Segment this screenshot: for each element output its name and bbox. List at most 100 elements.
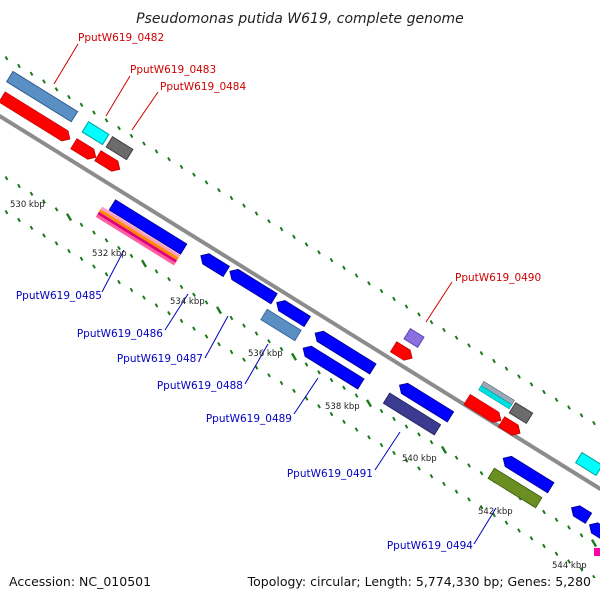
gene-pputw619-0485[interactable]	[108, 199, 188, 255]
gene-0494-b[interactable]	[487, 467, 543, 509]
accession-label: Accession: NC_010501	[9, 574, 151, 589]
guide-dot	[79, 256, 84, 262]
guide-dot	[504, 366, 509, 371]
gene-cluster-0492[interactable]	[478, 381, 515, 410]
gene-label-pputw619-0483[interactable]: PputW619_0483	[130, 64, 216, 76]
guide-dot	[4, 175, 9, 181]
gene-pputw619-0486[interactable]	[198, 251, 231, 278]
guide-dot	[417, 312, 421, 317]
guide-dot	[542, 509, 546, 515]
guide-dot	[140, 259, 148, 268]
guide-dot	[54, 241, 59, 246]
guide-dot	[92, 110, 96, 115]
guide-dot	[67, 248, 71, 254]
guide-dot	[92, 230, 96, 235]
guide-dot	[179, 318, 184, 324]
kbp-tick-538: 538 kbp	[325, 402, 360, 412]
gene-label-pputw619-0494[interactable]: PputW619_0494	[387, 540, 473, 552]
cds-pputw619-0484[interactable]	[94, 150, 123, 175]
gene-0493[interactable]	[508, 401, 534, 425]
cds-0492[interactable]	[463, 393, 504, 425]
gene-pputw619-0483[interactable]	[81, 121, 110, 146]
guide-dot	[392, 296, 396, 302]
guide-dot	[192, 292, 196, 297]
gene-pputw619-0482[interactable]	[5, 70, 79, 123]
gene-label-pputw619-0489[interactable]: PputW619_0489	[206, 413, 292, 425]
guide-dot	[292, 234, 296, 240]
guide-dot	[29, 191, 34, 197]
guide-dot	[342, 385, 346, 391]
rna-pputw619-0485[interactable]	[95, 206, 181, 266]
guide-dot	[267, 339, 271, 344]
guide-dot	[17, 63, 21, 69]
guide-dot	[567, 559, 571, 564]
cds-pputw619-0482[interactable]	[0, 91, 73, 144]
guide-dot	[167, 310, 171, 316]
guide-dot	[242, 323, 246, 328]
gene-pputw619-0484[interactable]	[105, 136, 134, 161]
kbp-tick-540: 540 kbp	[402, 454, 437, 464]
guide-dot	[254, 331, 259, 336]
guide-dot	[567, 405, 571, 410]
gene-label-pputw619-0485[interactable]: PputW619_0485	[16, 290, 102, 302]
guide-dot	[329, 411, 334, 417]
gene-label-pputw619-0482[interactable]: PputW619_0482	[78, 32, 164, 44]
guide-dot	[242, 357, 246, 362]
cds-0493[interactable]	[497, 416, 523, 439]
guide-dot	[42, 199, 46, 204]
cds-pputw619-0483[interactable]	[70, 138, 99, 163]
gene-0491-b[interactable]	[382, 392, 442, 436]
guide-dot	[167, 156, 171, 162]
kbp-tick-542: 542 kbp	[478, 507, 513, 517]
gene-label-pputw619-0491[interactable]: PputW619_0491	[287, 468, 373, 480]
guide-dot	[179, 284, 184, 290]
gene-label-pputw619-0487[interactable]: PputW619_0487	[117, 353, 203, 365]
guide-dot	[467, 343, 471, 348]
gene-pputw619-0487[interactable]	[227, 266, 278, 305]
guide-dot	[42, 79, 46, 84]
guide-dot	[217, 187, 221, 193]
guide-dot	[204, 180, 209, 185]
gene-pputw619-0490[interactable]	[403, 327, 425, 349]
guide-dot	[467, 497, 471, 502]
gene-pputw619-0491[interactable]	[396, 380, 455, 423]
gene-pputw619-0494[interactable]	[500, 453, 555, 494]
guide-dot	[154, 269, 159, 274]
gene-0496[interactable]	[568, 503, 593, 524]
guide-dot	[429, 473, 434, 479]
guide-dot	[404, 458, 409, 463]
gene-pputw619-0488[interactable]	[274, 297, 312, 328]
guide-dot	[379, 408, 384, 414]
gene-label-pputw619-0486[interactable]: PputW619_0486	[77, 328, 163, 340]
guide-dot	[517, 374, 521, 379]
gene-0489-b[interactable]	[300, 343, 365, 390]
guide-dot	[429, 319, 434, 325]
guide-dot	[442, 481, 446, 487]
gene-0498[interactable]	[594, 548, 600, 556]
guide-dot	[129, 133, 134, 139]
gene-0497[interactable]	[586, 520, 600, 541]
gene-label-pputw619-0488[interactable]: PputW619_0488	[157, 380, 243, 392]
gene-0495[interactable]	[574, 451, 600, 477]
guide-dot	[129, 287, 134, 293]
guide-dot	[254, 365, 259, 370]
guide-dot	[529, 536, 534, 541]
guide-dot	[454, 335, 459, 340]
guide-dot	[4, 209, 9, 215]
cds-pputw619-0490[interactable]	[389, 341, 415, 364]
guide-dot	[279, 226, 284, 232]
topology-label: Topology: circular; Length: 5,774,330 bp…	[247, 574, 591, 589]
kbp-tick-530: 530 kbp	[10, 200, 45, 210]
gene-pputw619-0489[interactable]	[312, 328, 377, 375]
guide-dot	[417, 432, 421, 437]
guide-dot	[279, 380, 284, 386]
guide-dot	[365, 399, 373, 408]
gene-label-pputw619-0490[interactable]: PputW619_0490	[455, 272, 541, 284]
guide-dot	[554, 517, 559, 523]
guide-tracks	[4, 55, 598, 578]
kbp-tick-532: 532 kbp	[92, 249, 127, 259]
guide-dot	[492, 512, 496, 518]
gene-0488-b[interactable]	[260, 308, 302, 342]
gene-label-pputw619-0484[interactable]: PputW619_0484	[160, 81, 246, 93]
